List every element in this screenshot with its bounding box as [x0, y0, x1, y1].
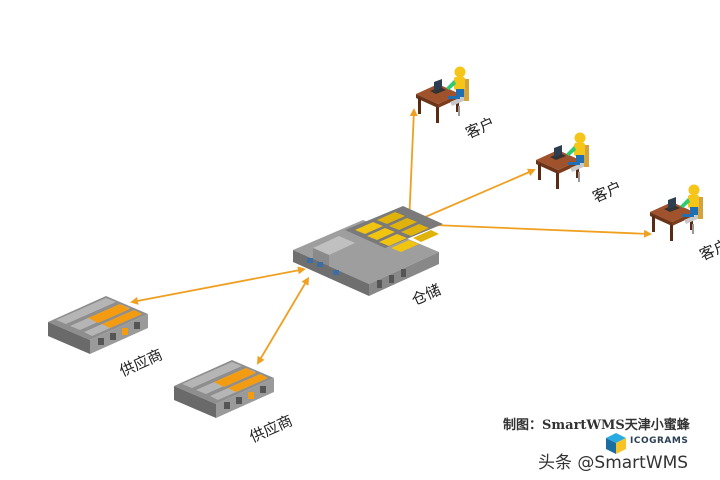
customer-icon-1	[416, 66, 469, 123]
supplier-icon-2	[174, 360, 274, 418]
watermark-text: 头条 @SmartWMS	[538, 453, 689, 473]
edge-warehouse-supplier-1	[130, 266, 306, 305]
warehouse-icon	[293, 206, 443, 296]
customer-icon-3	[650, 184, 703, 241]
edge-warehouse-customer-1	[408, 108, 418, 225]
customer-icon-2	[536, 132, 589, 189]
icograms-logo-icon	[606, 433, 626, 454]
credit-text: 制图：SmartWMS天津小蜜蜂	[503, 418, 690, 433]
edges	[130, 108, 652, 365]
edge-warehouse-supplier-2	[256, 276, 310, 365]
icograms-logo-text: ICOGRAMS	[630, 436, 689, 446]
supplier-icon-1	[48, 296, 148, 354]
edge-warehouse-customer-2	[408, 168, 536, 225]
edge-warehouse-customer-3	[408, 223, 652, 238]
